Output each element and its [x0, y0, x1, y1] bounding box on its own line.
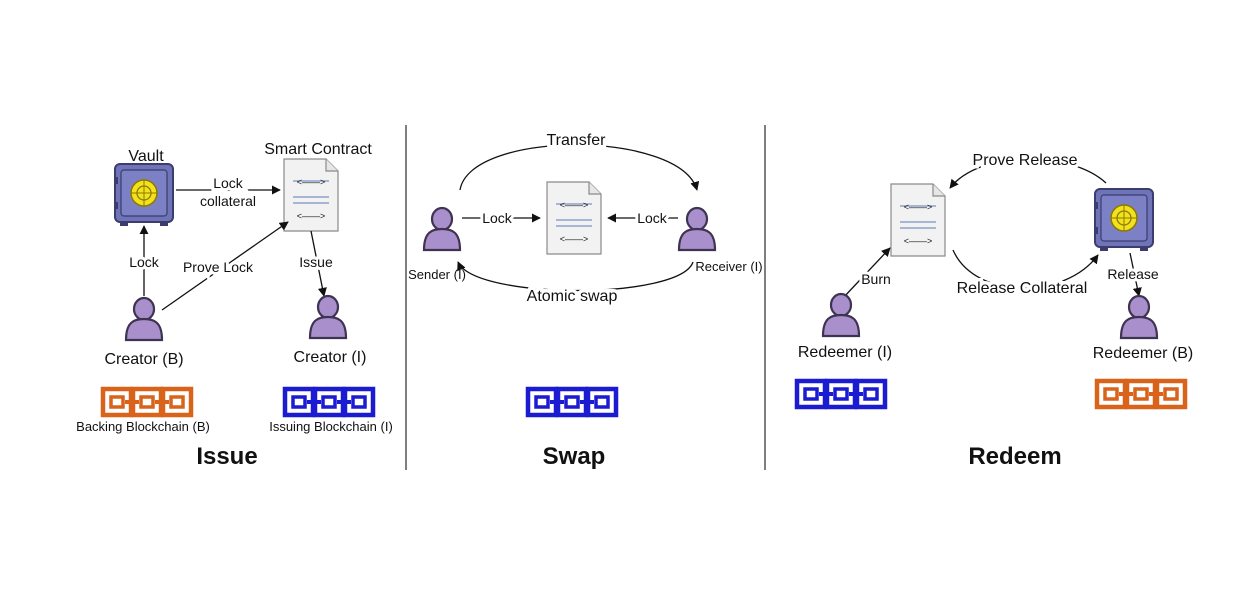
chain-link-inner: [291, 395, 307, 409]
creator-i-user-icon: [308, 294, 348, 340]
creator-b-user-icon: [124, 296, 164, 342]
issue-title: Issue: [196, 443, 257, 470]
redeemer-i-label: Redeemer (I): [798, 344, 892, 361]
chain-link-inner: [534, 395, 550, 409]
chain-link-inner: [1163, 387, 1179, 401]
sender-user-icon: [422, 206, 462, 252]
issue-arrow: [310, 230, 327, 297]
atomic-swap-arc: [457, 261, 694, 292]
chain-connector: [125, 400, 139, 404]
lock-collateral-label-1: Lock: [213, 175, 244, 191]
redeem-issuing-blockchain-icon: [794, 378, 888, 410]
transfer-label: Transfer: [547, 132, 607, 149]
chain-link-inner: [321, 395, 337, 409]
redeemer-b-user-icon: [1119, 294, 1159, 340]
smart-contract-document-icon: [283, 158, 339, 232]
chain-link-inner: [1103, 387, 1119, 401]
redeemer-b-label: Redeemer (B): [1093, 345, 1193, 362]
chain-link-inner: [109, 395, 125, 409]
sender-lock-label: Lock: [482, 210, 513, 226]
release-collateral-label: Release Collateral: [957, 280, 1088, 297]
release-arrow: [1129, 252, 1142, 297]
chain-connector: [1149, 392, 1163, 396]
chain-link-inner: [1133, 387, 1149, 401]
chain-link-inner: [139, 395, 155, 409]
swap-section: Transfer Atomic swap Sender (I) Receiver…: [408, 129, 763, 471]
issuing-blockchain-label: Issuing Blockchain (I): [269, 419, 393, 434]
issue-section: Vault Smart Contract Lock collateral Loc…: [76, 141, 393, 470]
swap-title: Swap: [543, 443, 606, 470]
redeemer-i-user-icon: [821, 292, 861, 338]
chain-connector: [580, 400, 594, 404]
smart-contract-label: Smart Contract: [264, 141, 372, 158]
chain-connector: [155, 400, 169, 404]
chain-link-inner: [351, 395, 367, 409]
redeem-title: Redeem: [968, 443, 1061, 470]
transfer-arrow: [459, 144, 700, 191]
redeem-smart-contract-document-icon: [890, 183, 946, 257]
chain-link-inner: [833, 387, 849, 401]
receiver-lock-label: Lock: [637, 210, 668, 226]
redeem-backing-blockchain-icon: [1094, 378, 1188, 410]
chain-link-inner: [863, 387, 879, 401]
swap-issuing-blockchain-icon: [525, 386, 619, 418]
chain-link-inner: [564, 395, 580, 409]
redeem-section: Prove Release Release Collateral Burn Re…: [794, 149, 1193, 470]
issuing-blockchain-icon: [282, 386, 376, 418]
creator-b-label: Creator (B): [104, 351, 183, 368]
release-collateral-arrow: [952, 249, 1099, 289]
issue-edge-label: Issue: [299, 254, 333, 270]
chain-link-inner: [803, 387, 819, 401]
prove-lock-label: Prove Lock: [183, 259, 254, 275]
chain-connector: [550, 400, 564, 404]
vault-icon: [113, 163, 174, 227]
receiver-user-icon: [677, 206, 717, 252]
swap-smart-contract-document-icon: [546, 181, 602, 255]
burn-label: Burn: [861, 271, 891, 287]
chain-connector: [337, 400, 351, 404]
chain-connector: [307, 400, 321, 404]
chain-link-inner: [594, 395, 610, 409]
chain-connector: [849, 392, 863, 396]
lock-collateral-label-2: collateral: [200, 193, 256, 209]
chain-connector: [1119, 392, 1133, 396]
backing-blockchain-label: Backing Blockchain (B): [76, 419, 210, 434]
receiver-label: Receiver (I): [695, 259, 762, 274]
lock-label: Lock: [129, 254, 160, 270]
creator-i-label: Creator (I): [294, 349, 367, 366]
atomic-swap-label: Atomic swap: [527, 288, 618, 305]
redeem-vault-icon: [1093, 188, 1154, 252]
release-label: Release: [1107, 266, 1159, 282]
chain-link-inner: [169, 395, 185, 409]
prove-release-arrow: [949, 158, 1107, 189]
sender-label: Sender (I): [408, 267, 466, 282]
burn-arrow: [842, 247, 891, 299]
prove-release-label: Prove Release: [973, 152, 1078, 169]
chain-connector: [819, 392, 833, 396]
backing-blockchain-icon: [100, 386, 194, 418]
vault-label: Vault: [128, 148, 164, 165]
prove-lock-arrow: [161, 221, 289, 311]
